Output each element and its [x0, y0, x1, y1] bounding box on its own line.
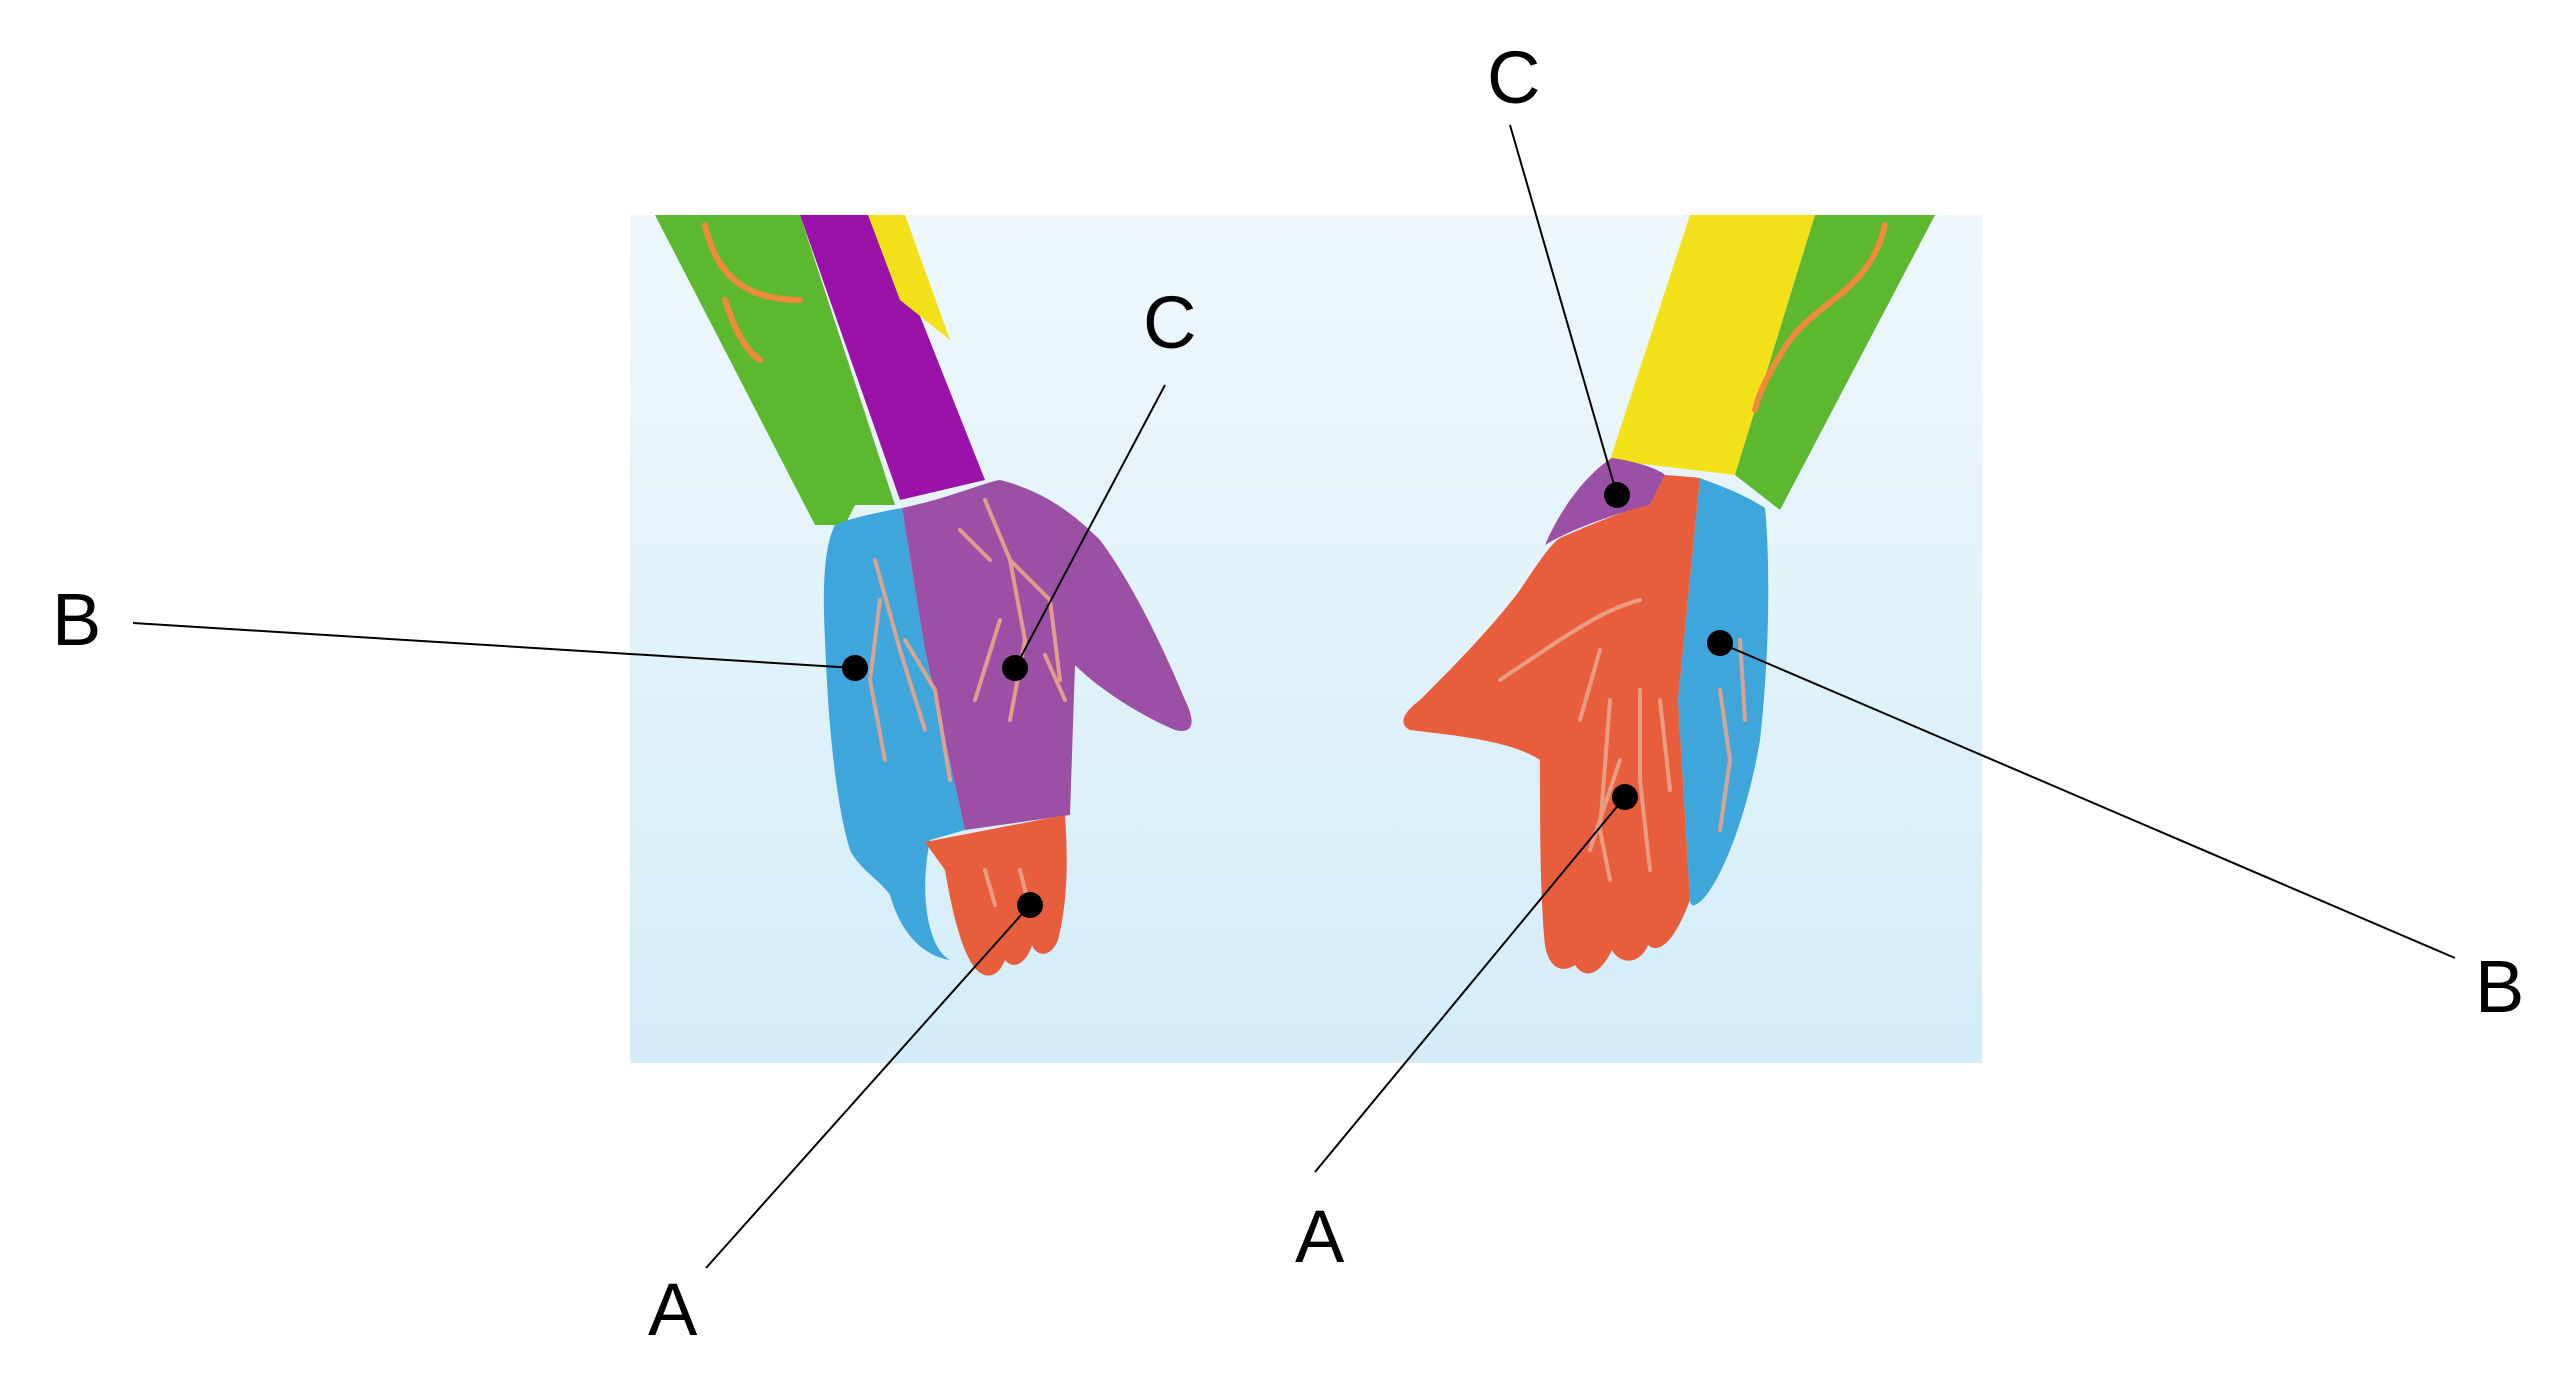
right-hand-veins	[1498, 598, 1747, 882]
left-c-leader	[1014, 384, 1166, 669]
right-hand-violet-region	[1545, 458, 1665, 545]
right-c-leader	[1509, 124, 1618, 496]
labels: A B C A B C	[52, 36, 2524, 1351]
left-forearm-green	[655, 215, 895, 525]
right-hand-blue-region	[1678, 478, 1769, 906]
right-forearm-vein	[1752, 222, 1888, 413]
left-a-dot	[1017, 892, 1043, 918]
label-left-a: A	[648, 1268, 698, 1351]
left-hand	[655, 215, 1192, 976]
right-forearm-yellow	[1610, 215, 1815, 475]
left-b-leader	[132, 622, 856, 669]
left-forearm-purple	[800, 215, 985, 500]
label-right-a: A	[1295, 1195, 1345, 1278]
right-hand-orange-region	[1403, 475, 1700, 974]
right-b-leader	[1719, 642, 2456, 959]
left-hand-blue-region	[823, 508, 965, 960]
label-right-b: B	[2475, 945, 2524, 1028]
right-a-dot	[1612, 784, 1638, 810]
left-b-dot	[842, 655, 868, 681]
callouts	[132, 124, 2456, 1269]
left-forearm-vein	[702, 222, 803, 363]
left-c-dot	[1002, 655, 1028, 681]
label-left-c: C	[1143, 281, 1196, 364]
left-forearm-yellow	[868, 215, 950, 340]
left-hand-orange-region	[925, 815, 1067, 976]
right-hand	[1403, 215, 1935, 974]
label-left-b: B	[52, 578, 101, 661]
left-a-leader	[705, 904, 1031, 1269]
right-a-leader	[1314, 796, 1626, 1173]
right-forearm-green	[1735, 215, 1935, 510]
label-right-c: C	[1487, 36, 1540, 119]
right-b-dot	[1707, 630, 1733, 656]
right-c-dot	[1604, 482, 1630, 508]
